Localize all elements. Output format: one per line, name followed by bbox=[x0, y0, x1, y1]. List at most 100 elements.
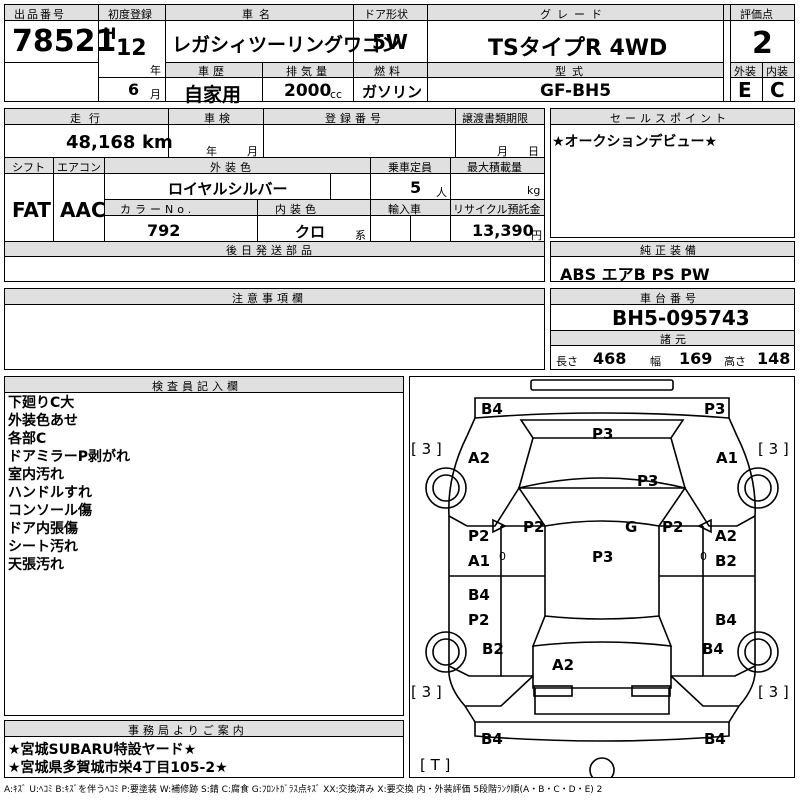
note-line: コンソール傷 bbox=[8, 503, 92, 519]
aircon-label: エアコン bbox=[57, 161, 101, 174]
inspector-label: 検査員記入欄 bbox=[152, 380, 242, 393]
color-no-label: カラーNo. bbox=[120, 203, 196, 216]
width: 169 bbox=[679, 349, 713, 368]
later-parts-label: 後日発送部品 bbox=[226, 244, 316, 257]
max-load-label: 最大積載量 bbox=[467, 161, 522, 174]
mark-spare: [ T ] bbox=[420, 756, 451, 774]
mark-tyre-rl: [ 3 ] bbox=[411, 683, 442, 701]
genuine-equip-box bbox=[550, 241, 795, 282]
mark-right-front-fender: A1 bbox=[716, 449, 739, 467]
capacity-unit: 人 bbox=[436, 186, 447, 199]
recycle-unit: 円 bbox=[531, 229, 542, 242]
mark-left-rear-door-2: P2 bbox=[468, 611, 490, 629]
car-name: レガシィツーリングワゴン bbox=[172, 34, 401, 56]
mark-rear-left-bumper: B4 bbox=[481, 730, 503, 748]
car-name-label: 車名 bbox=[242, 8, 276, 21]
first-reg-year: 12 bbox=[116, 36, 147, 61]
car-diagram bbox=[425, 379, 779, 778]
capacity: 5 bbox=[410, 178, 422, 197]
header-block bbox=[4, 4, 795, 102]
length: 468 bbox=[593, 349, 627, 368]
details-block bbox=[4, 108, 545, 282]
office-line-1: ★宮城SUBARU特設ヤード★ bbox=[8, 742, 197, 758]
mark-left-front-door-1: P2 bbox=[468, 527, 490, 545]
mileage: 48,168 bbox=[66, 132, 136, 153]
mark-hood: P3 bbox=[637, 472, 659, 490]
color-no: 792 bbox=[147, 221, 181, 240]
note-line: ハンドルすれ bbox=[8, 485, 92, 501]
office-line-2: ★宮城県多賀城市栄4丁目105-2★ bbox=[8, 760, 228, 776]
shift-label: シフト bbox=[12, 161, 45, 174]
inspector-notes: 下廻りC大 外装色あせ 各部C ドアミラーP剥がれ 室内汚れ ハンドルすれ コン… bbox=[8, 394, 130, 574]
first-reg-label: 初度登録 bbox=[108, 8, 152, 21]
chassis-box bbox=[550, 288, 795, 370]
mileage-unit: km bbox=[142, 132, 173, 153]
mark-left-rear-fender: B2 bbox=[482, 640, 504, 658]
ext-color: ロイヤルシルバー bbox=[168, 180, 288, 198]
first-reg-year-unit: 年 bbox=[150, 64, 161, 77]
car-diagram-box bbox=[409, 376, 795, 778]
exterior-label: 外装 bbox=[734, 65, 756, 78]
legend: A:ｷｽﾞ U:ﾍｺﾐ B:ｷｽﾞを伴うﾍｺﾐ P:要塗装 W:補修跡 S:錆 … bbox=[4, 785, 603, 795]
mark-right-front-door-1: A2 bbox=[715, 527, 738, 545]
ext-color-label: 外装色 bbox=[210, 161, 255, 174]
height-label: 高さ bbox=[724, 355, 746, 368]
mileage-label: 走行 bbox=[70, 112, 108, 125]
import-label: 輸入車 bbox=[388, 203, 421, 216]
genuine-equip-label: 純正装備 bbox=[640, 244, 700, 257]
score: 2 bbox=[752, 26, 773, 61]
interior-label: 内装 bbox=[766, 65, 788, 78]
lot-label: 出品番号 bbox=[14, 8, 66, 21]
grade: TSタイプR 4WD bbox=[488, 36, 668, 61]
first-reg-era: H bbox=[103, 24, 117, 43]
transfer-month-unit: 月 bbox=[497, 145, 508, 158]
note-line: 天張汚れ bbox=[8, 557, 64, 573]
fuel-label: 燃料 bbox=[374, 65, 404, 78]
lot-number: 78521 bbox=[12, 24, 117, 59]
mark-small-0-right: 0 bbox=[700, 550, 707, 563]
width-label: 幅 bbox=[650, 355, 661, 368]
inspection-month-unit: 月 bbox=[247, 145, 258, 158]
mark-front-right-bumper: P3 bbox=[704, 400, 726, 418]
mark-left-front-fender: A2 bbox=[468, 449, 491, 467]
specs-label: 諸元 bbox=[660, 333, 690, 346]
sales-point-box bbox=[550, 108, 795, 238]
transfer-day-unit: 日 bbox=[528, 145, 539, 158]
inspector-box bbox=[4, 376, 404, 716]
note-line: ドアミラーP剥がれ bbox=[8, 449, 130, 465]
mark-front-left-bumper: B4 bbox=[481, 400, 503, 418]
exterior-score: E bbox=[738, 78, 752, 102]
note-line: 各部C bbox=[8, 431, 47, 447]
capacity-label: 乗車定員 bbox=[388, 161, 432, 174]
mark-left-rear-door-1: B4 bbox=[468, 586, 490, 604]
mark-small-0-left: 0 bbox=[499, 550, 506, 563]
cautions-label: 注意事項欄 bbox=[232, 292, 307, 305]
mark-roof: P3 bbox=[592, 548, 614, 566]
sales-point: ★オークションデビュー★ bbox=[552, 134, 718, 150]
inspection-label: 車検 bbox=[204, 112, 234, 125]
door-label: ドア形状 bbox=[364, 8, 408, 21]
inspection-year-unit: 年 bbox=[206, 145, 217, 158]
model-label: 型式 bbox=[555, 65, 589, 78]
first-reg-month: 6 bbox=[128, 80, 140, 99]
mark-right-rear-door: B4 bbox=[715, 611, 737, 629]
door-type: 5W bbox=[372, 30, 408, 54]
recycle-label: リサイクル預託金 bbox=[453, 203, 541, 216]
sales-point-label: セールスポイント bbox=[610, 112, 730, 125]
aircon: AAC bbox=[60, 198, 106, 222]
history: 自家用 bbox=[184, 84, 242, 106]
shift: FAT bbox=[12, 198, 51, 222]
grade-label: グレード bbox=[540, 8, 608, 21]
office-box bbox=[4, 720, 404, 778]
displacement-label: 排気量 bbox=[286, 65, 331, 78]
mark-right-a-pillar: P2 bbox=[662, 518, 684, 536]
history-label: 車歴 bbox=[198, 65, 228, 78]
note-line: シート汚れ bbox=[8, 539, 78, 555]
length-label: 長さ bbox=[556, 355, 578, 368]
displacement: 2000 bbox=[284, 81, 332, 101]
mark-tyre-fr: [ 3 ] bbox=[758, 440, 789, 458]
mark-roof-g: G bbox=[625, 518, 638, 536]
first-reg-month-unit: 月 bbox=[150, 88, 161, 101]
office-label: 事務局よりご案内 bbox=[128, 724, 248, 737]
score-label: 評価点 bbox=[740, 8, 773, 21]
